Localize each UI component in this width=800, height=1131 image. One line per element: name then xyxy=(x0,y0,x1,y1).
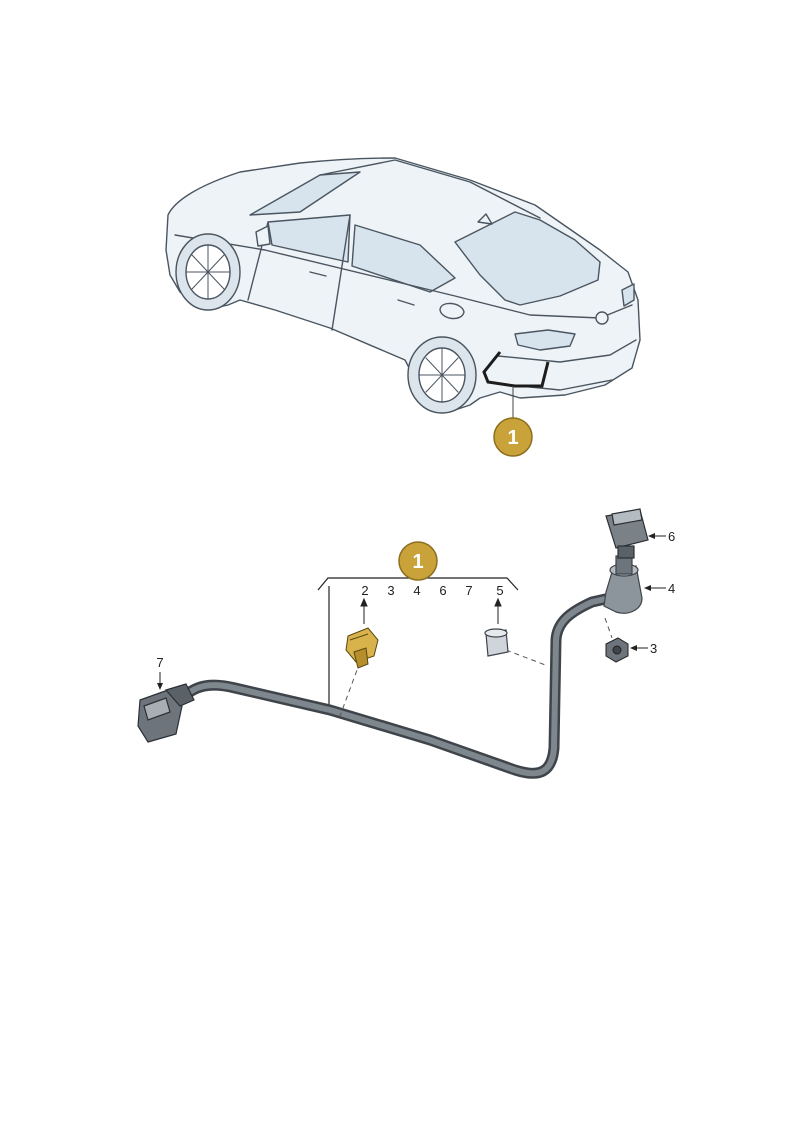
tail-light xyxy=(621,283,635,307)
brand-badge-icon xyxy=(595,311,609,325)
sensor-icon xyxy=(345,627,379,669)
car-illustration-icon xyxy=(165,157,641,414)
door-handle xyxy=(309,271,327,277)
door-handle xyxy=(397,299,415,306)
rear-wheel xyxy=(407,336,477,414)
clip-icon xyxy=(484,628,509,657)
connector-icon xyxy=(137,683,195,743)
rear-window xyxy=(454,211,601,306)
side-label-4: 4 xyxy=(644,581,675,596)
side-label-3: 3 xyxy=(630,641,657,656)
side-window-rear xyxy=(351,224,456,293)
windshield xyxy=(249,171,361,216)
tail-light xyxy=(514,329,576,351)
side-mirror xyxy=(255,225,271,247)
group-item-6: 6 xyxy=(439,583,446,598)
grommet-icon xyxy=(603,555,643,614)
side-label-6: 6 xyxy=(648,529,675,544)
nut-icon xyxy=(605,637,629,663)
group-item-numbers: 2 3 4 6 7 5 xyxy=(361,583,503,598)
door-line xyxy=(331,214,351,331)
item-arrows xyxy=(360,597,502,624)
label-4: 4 xyxy=(668,581,675,596)
wiring-harness-icon xyxy=(174,592,616,779)
front-wheel xyxy=(175,233,241,311)
label-3: 3 xyxy=(650,641,657,656)
group-item-2: 2 xyxy=(361,583,368,598)
top-callout-label: 1 xyxy=(507,427,518,449)
highlighted-harness-on-car xyxy=(482,351,550,388)
label-7: 7 xyxy=(156,655,163,670)
top-callout: 1 xyxy=(493,417,533,457)
side-window-front xyxy=(267,214,351,263)
connector-icon xyxy=(605,508,649,559)
fuel-door xyxy=(439,302,465,320)
group-item-7: 7 xyxy=(465,583,472,598)
roof-antenna xyxy=(477,213,493,225)
group-item-5: 5 xyxy=(496,583,503,598)
dashed-leaders xyxy=(339,617,613,717)
group-item-4: 4 xyxy=(413,583,420,598)
side-label-7: 7 xyxy=(156,655,164,690)
rear-bumper xyxy=(497,339,637,363)
roof-line xyxy=(319,159,541,219)
label-6: 6 xyxy=(668,529,675,544)
group-item-3: 3 xyxy=(387,583,394,598)
group-callout: 1 xyxy=(398,541,438,581)
group-callout-label: 1 xyxy=(412,551,423,573)
